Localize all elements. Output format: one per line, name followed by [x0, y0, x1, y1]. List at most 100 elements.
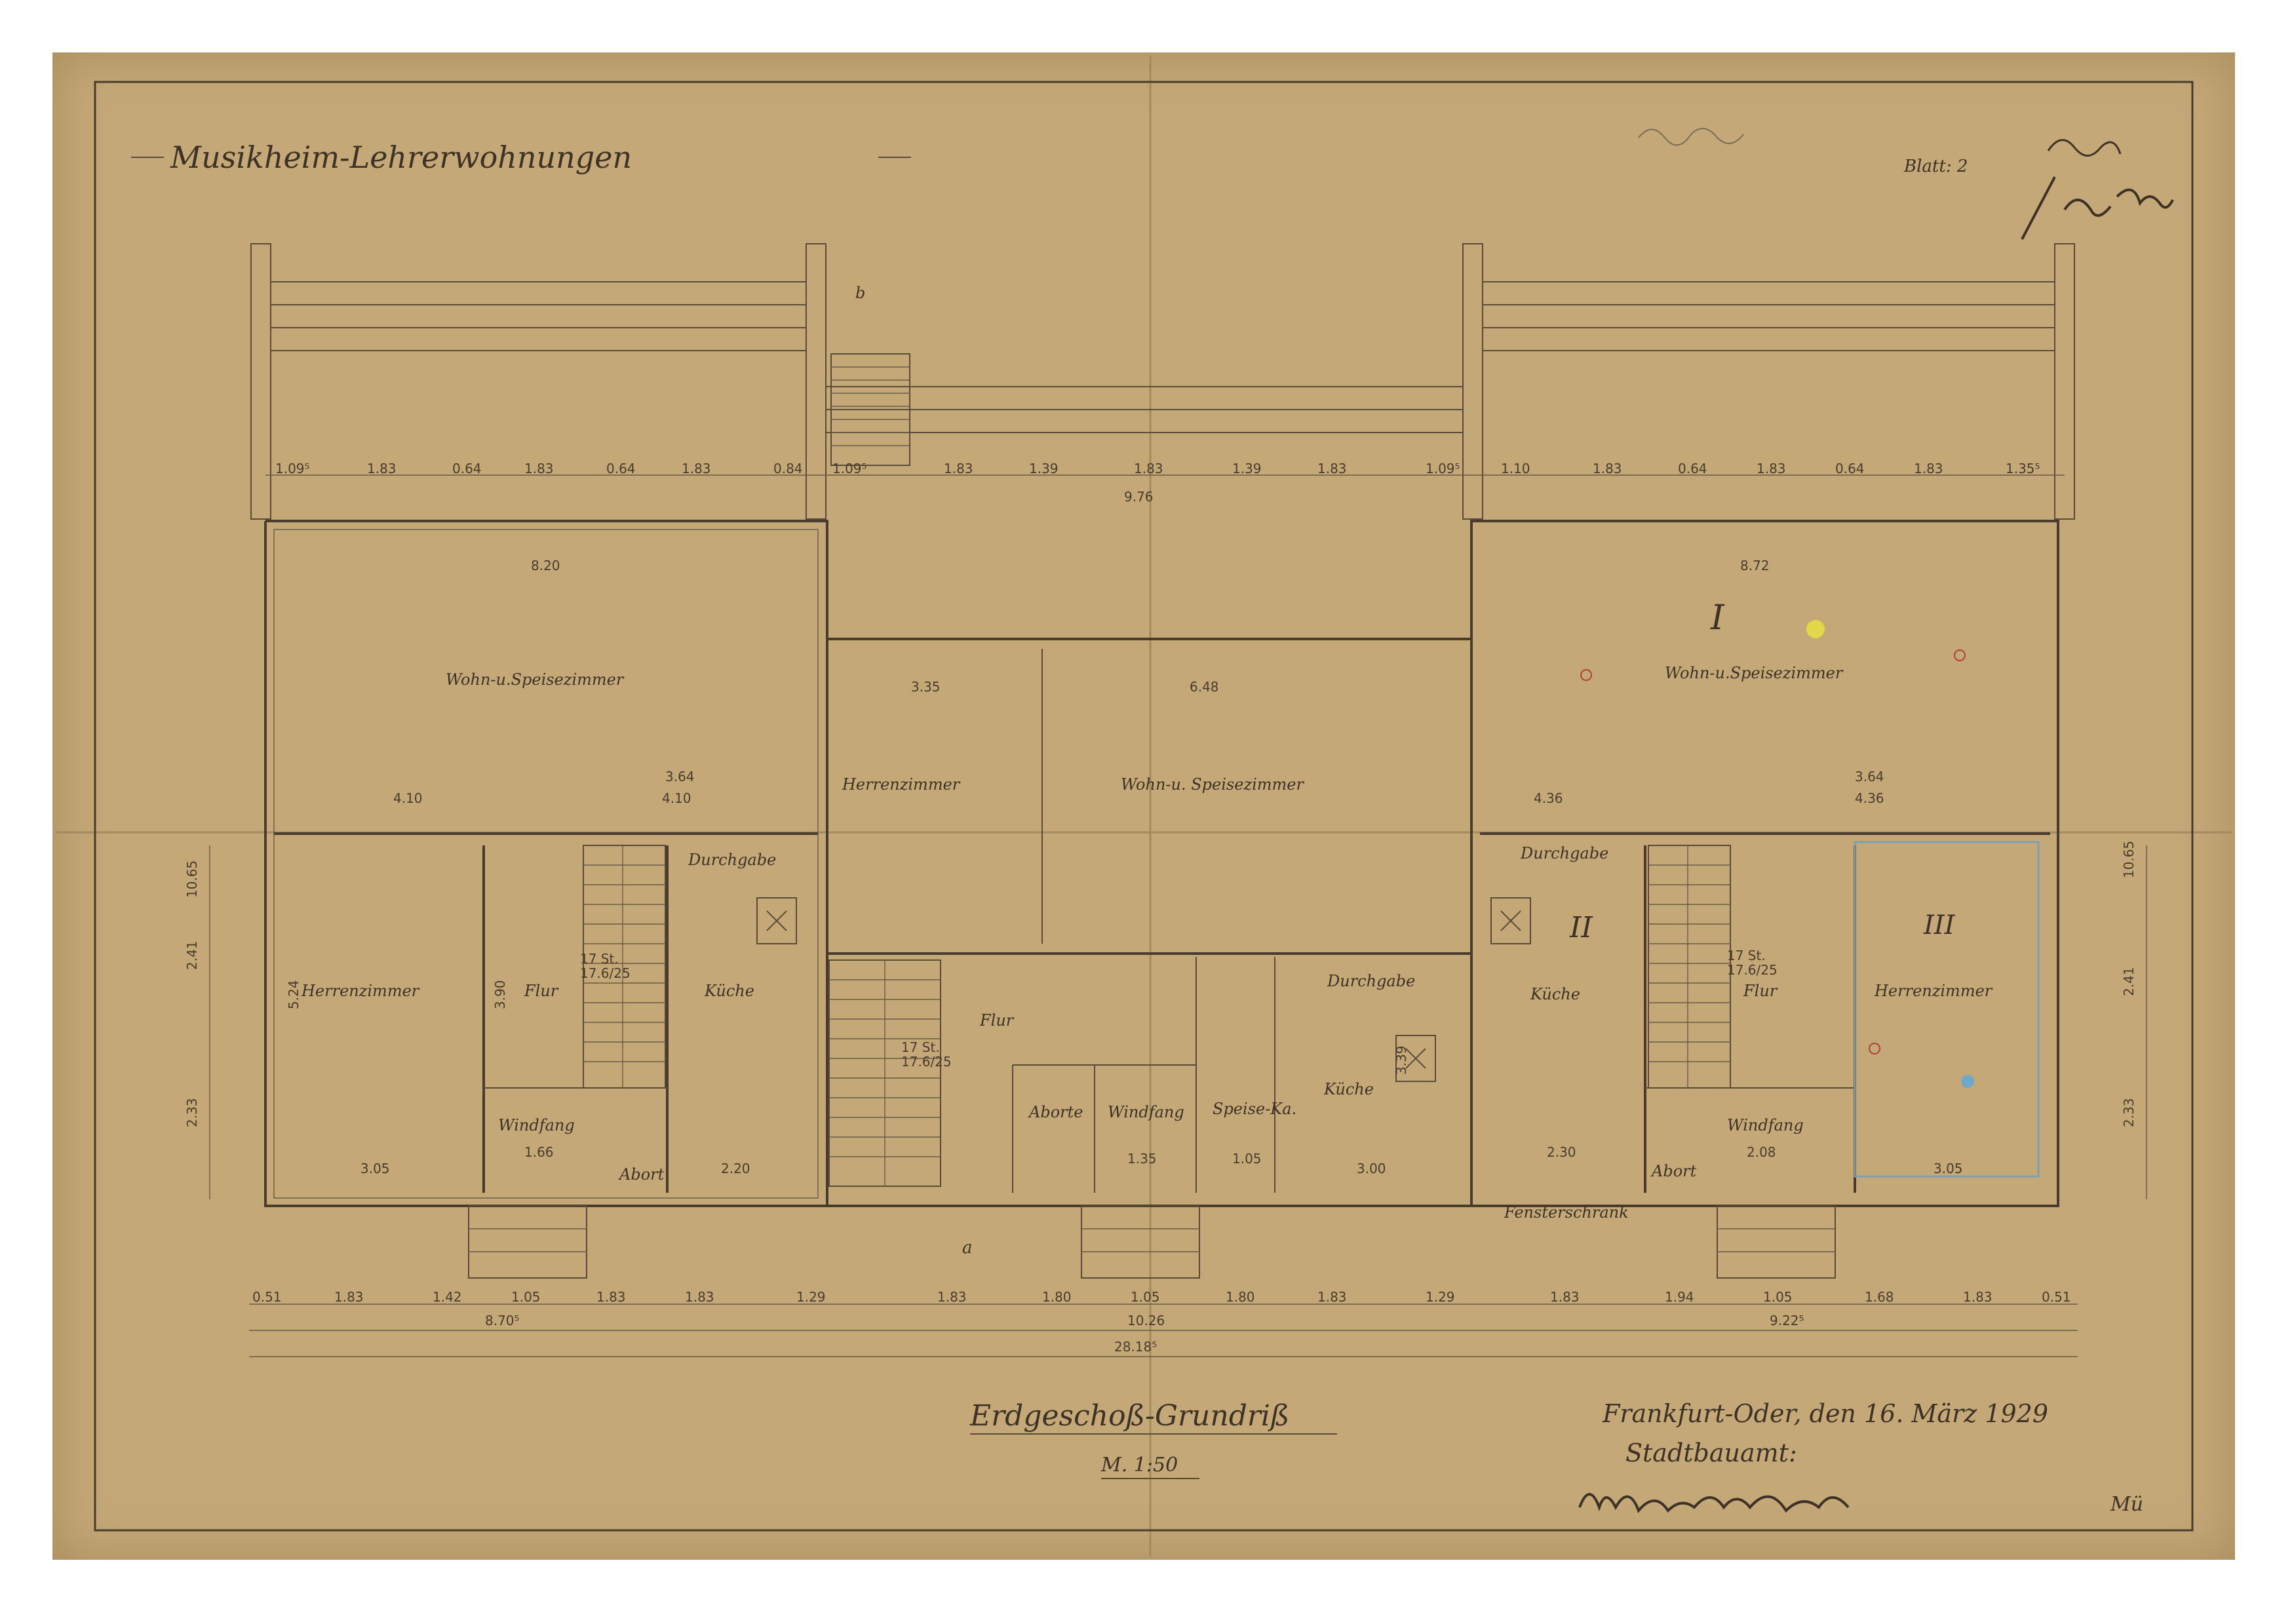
label-durchgabe-center: Durchgabe	[1327, 972, 1415, 990]
dim-h9: 1.05	[1232, 1151, 1262, 1167]
dim-top-2: 0.64	[452, 461, 482, 476]
dim-top-12: 1.83	[1317, 461, 1347, 476]
dim-top-5: 1.83	[682, 461, 711, 476]
dim-total: 28.18⁵	[1114, 1339, 1157, 1355]
section-mark-a: a	[962, 1238, 973, 1258]
label-kueche-right: Küche	[1530, 985, 1580, 1003]
dim-center-span: 9.76	[1124, 489, 1154, 505]
dim-h1: 3.05	[360, 1161, 390, 1176]
dim-top-0: 1.09⁵	[275, 461, 310, 476]
label-windfang-center: Windfang	[1108, 1103, 1184, 1121]
dim-stair-count-left: 17 St.	[580, 951, 619, 967]
dim-h2: 2.20	[721, 1161, 750, 1176]
dim-top-3: 1.83	[524, 461, 554, 476]
dim-h5: 2.30	[1547, 1144, 1576, 1160]
dim-r5: 4.36	[1855, 790, 1884, 806]
center-terrace	[826, 353, 1463, 466]
dim-stair-count-right: 17 St.	[1727, 948, 1766, 963]
dim-bottom-1: 1.83	[334, 1289, 364, 1305]
dim-bottom-7: 1.83	[937, 1289, 967, 1305]
dim-stair-count-center: 17 St.	[901, 1039, 940, 1055]
right-pergola	[1462, 243, 2075, 520]
bottom-dimensions: 0.51 1.83 1.42 1.05 1.83 1.83 1.29 1.83 …	[252, 1289, 2071, 1305]
dim-v3: 3.39	[1393, 1045, 1409, 1075]
label-aborte-center: Aborte	[1028, 1103, 1083, 1121]
dim-r4: 3.64	[1855, 769, 1884, 784]
label-kueche-left: Küche	[704, 982, 754, 1000]
blue-dot-marker	[1961, 1075, 1974, 1088]
dim-r2: 4.10	[662, 790, 691, 806]
dim-room-w1: 8.20	[531, 558, 560, 573]
label-kueche-center: Küche	[1323, 1080, 1374, 1098]
drawing-sheet	[52, 52, 2235, 1560]
unit-mark-one: I	[1710, 598, 1725, 638]
left-dimension-chain: 10.65 2.41 2.33	[184, 845, 210, 1199]
red-circle-marker-3	[1869, 1043, 1880, 1054]
dim-bottom-17: 1.83	[1963, 1289, 1993, 1305]
dim-sub-left: 8.70⁵	[485, 1313, 520, 1328]
corner-mark: Mü	[2110, 1493, 2143, 1516]
label-flur-left: Flur	[524, 982, 559, 1000]
dim-v5: 2.33	[184, 1098, 200, 1127]
dim-bottom-3: 1.05	[511, 1289, 541, 1305]
note-top-right	[2047, 139, 2122, 157]
dim-v2: 3.90	[492, 980, 508, 1009]
dim-bottom-9: 1.05	[1131, 1289, 1160, 1305]
right-dimension-chain: 10.65 2.41 2.33	[2121, 841, 2147, 1199]
dim-v4: 2.41	[184, 940, 200, 970]
dim-stair-rise-center: 17.6/25	[901, 1054, 952, 1070]
sheet-label: Blatt: 2	[1903, 157, 1968, 176]
label-herren-left: Herrenzimmer	[301, 982, 420, 1000]
dim-h8: 1.35	[1127, 1151, 1157, 1167]
dim-right-height: 10.65	[2121, 841, 2137, 878]
dim-top-1: 1.83	[367, 461, 397, 476]
dim-top-13: 1.09⁵	[1426, 461, 1460, 476]
dim-bottom-6: 1.29	[796, 1289, 826, 1305]
dim-bottom-0: 0.51	[252, 1289, 282, 1305]
dim-r1: 3.64	[665, 769, 695, 784]
dim-bottom-4: 1.83	[596, 1289, 626, 1305]
dim-bottom-8: 1.80	[1042, 1289, 1072, 1305]
unit-mark-two: II	[1569, 911, 1593, 944]
red-circle-marker-1	[1580, 669, 1592, 681]
dim-bottom-2: 1.42	[433, 1289, 462, 1305]
dim-top-19: 1.83	[1914, 461, 1943, 476]
dim-top-18: 0.64	[1835, 461, 1865, 476]
dim-h7: 1.66	[524, 1144, 554, 1160]
dim-room-w2: 8.72	[1740, 558, 1770, 573]
dim-bottom-12: 1.29	[1426, 1289, 1455, 1305]
label-fenster-right: Fensterschrank	[1504, 1203, 1629, 1222]
place-date: Frankfurt-Oder, den 16. März 1929	[1602, 1399, 2048, 1428]
dim-top-14: 1.10	[1501, 461, 1530, 476]
dim-sub-mid: 10.26	[1127, 1313, 1165, 1328]
room-labels: Wohn-u.Speisezimmer Herrenzimmer Flur Kü…	[301, 664, 1993, 1222]
stair-left	[583, 845, 666, 1089]
signature-top-right	[2021, 176, 2174, 240]
stair-right	[1648, 845, 1731, 1089]
dim-top-4: 0.64	[606, 461, 636, 476]
dim-top-9: 1.39	[1029, 461, 1059, 476]
label-flur-right: Flur	[1743, 982, 1778, 1000]
dim-r3: 4.10	[393, 790, 423, 806]
dim-r6: 4.36	[1534, 790, 1563, 806]
label-windfang-right: Windfang	[1727, 1116, 1804, 1134]
label-abort-left: Abort	[618, 1165, 665, 1184]
drawing-scale: M. 1:50	[1100, 1454, 1178, 1477]
label-wohn-right: Wohn-u.Speisezimmer	[1665, 664, 1844, 682]
dim-bottom-10: 1.80	[1226, 1289, 1255, 1305]
label-wohn-center: Wohn-u. Speisezimmer	[1121, 775, 1304, 794]
stove-symbols	[756, 897, 1531, 1082]
drawing-title: Erdgeschoß-Grundriß	[969, 1399, 1289, 1433]
top-dimensions: 1.09⁵ 1.83 0.64 1.83 0.64 1.83 0.84 1.09…	[275, 461, 2040, 476]
dim-left-height: 10.65	[184, 860, 200, 898]
dim-room-w3: 6.48	[1190, 679, 1219, 695]
stair-center	[828, 959, 941, 1187]
label-abort-right: Abort	[1650, 1162, 1697, 1180]
yellow-dot-marker	[1806, 620, 1825, 638]
blue-outline-room-three	[1854, 841, 2040, 1178]
signature-stadtbauamt	[1578, 1493, 1850, 1513]
dim-v6: 2.41	[2121, 967, 2137, 996]
dim-top-16: 0.64	[1678, 461, 1707, 476]
dim-bottom-18: 0.51	[2042, 1289, 2071, 1305]
